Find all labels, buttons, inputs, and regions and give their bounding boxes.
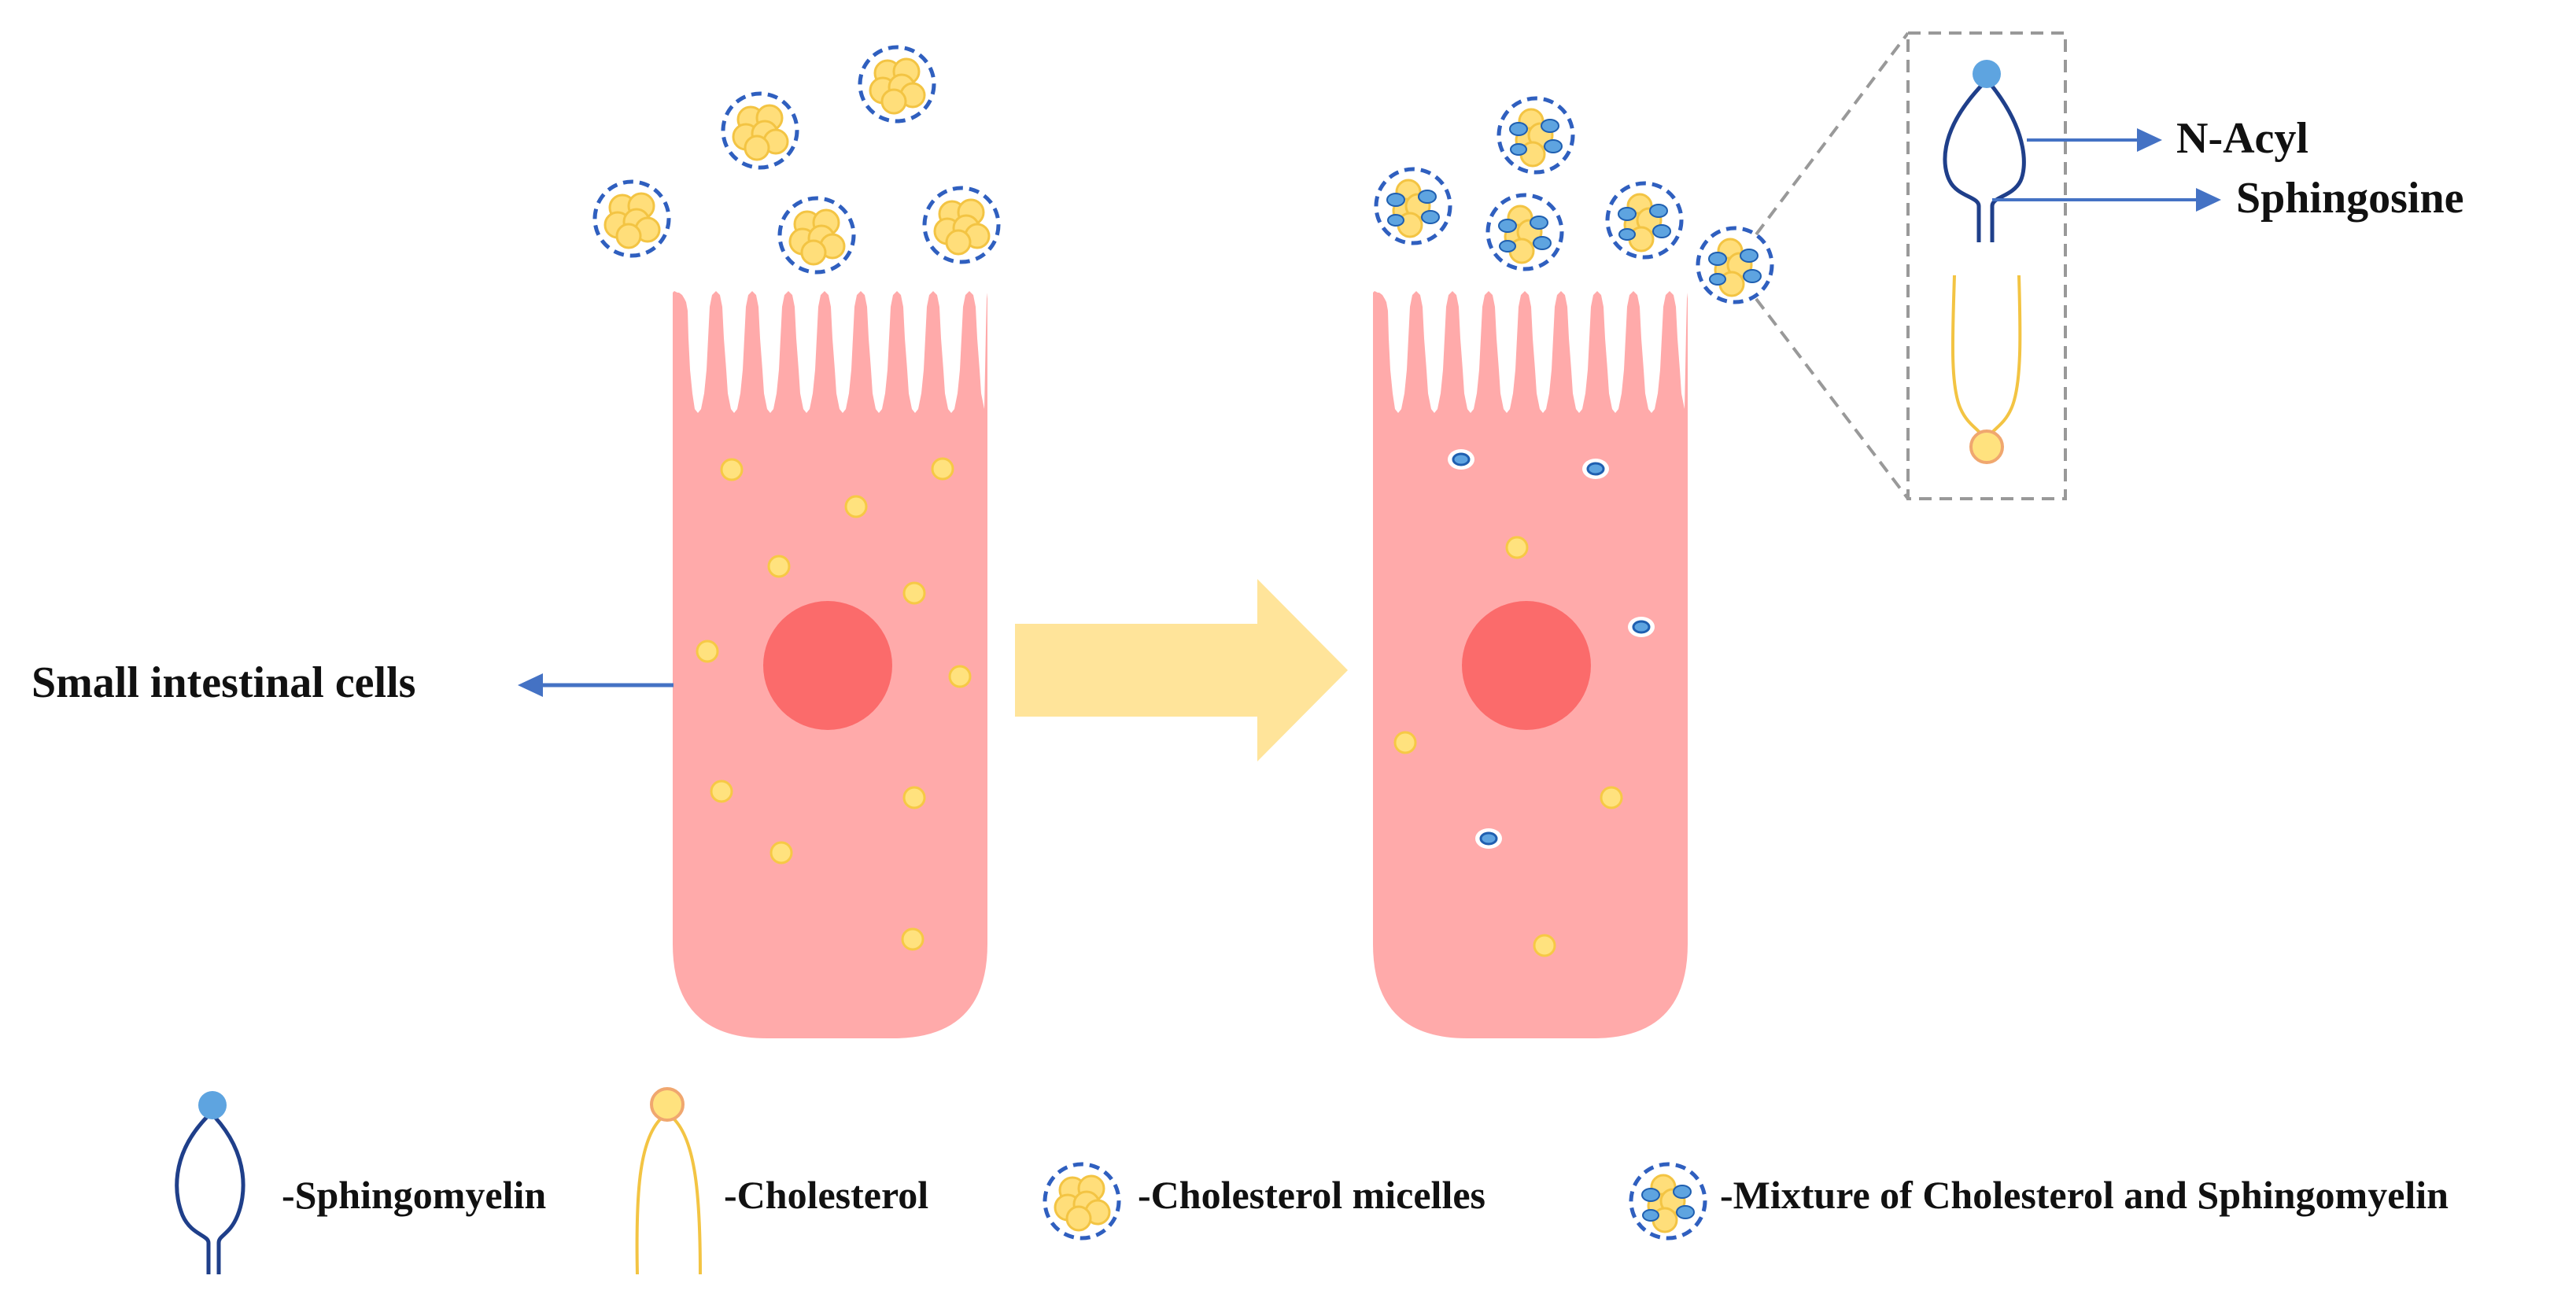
legend-item-cholesterol: -Cholesterol [635, 1087, 928, 1275]
process-arrow [1015, 579, 1348, 761]
legend-label-cholesterol: -Cholesterol [724, 1173, 928, 1217]
mixed-micelle-icon [1631, 1164, 1705, 1238]
cell-label-group: Small intestinal cells [31, 658, 674, 707]
cholesterol-micelle-icon [1045, 1164, 1119, 1238]
zoom-box [1906, 31, 2067, 500]
right-cell-cholesterol-dots [1393, 536, 1623, 957]
cell-label-arrowhead [518, 673, 543, 697]
right-cell-sphingomyelin-dots [1448, 449, 1655, 849]
legend-item-cholesterol-micelles: -Cholesterol micelles [1045, 1164, 1485, 1238]
sphingomyelin-icon [175, 1091, 245, 1274]
cholesterol-icon [635, 1087, 702, 1275]
sphingosine-label: Sphingosine [2236, 174, 2464, 223]
right-mixed-micelles [1376, 98, 1772, 302]
legend: -Sphingomyelin -Cholesterol -Cholesterol… [175, 1087, 2449, 1275]
n-acyl-pointer: N-Acyl [2027, 114, 2308, 163]
n-acyl-label: N-Acyl [2176, 114, 2308, 163]
right-nucleus [1462, 601, 1591, 730]
right-cell [1373, 291, 1688, 1038]
left-nucleus [763, 601, 892, 730]
left-cell-cholesterol-dots [696, 457, 972, 951]
legend-label-sphingomyelin: -Sphingomyelin [282, 1173, 546, 1217]
legend-label-mixture: -Mixture of Cholesterol and Sphingomyeli… [1720, 1173, 2449, 1217]
left-cell [673, 291, 987, 1038]
cell-label: Small intestinal cells [31, 658, 415, 707]
zoomed-cholesterol-icon [1950, 275, 2022, 464]
legend-item-sphingomyelin: -Sphingomyelin [175, 1091, 546, 1274]
legend-item-mixture: -Mixture of Cholesterol and Sphingomyeli… [1631, 1164, 2449, 1238]
sphingosine-pointer: Sphingosine [1992, 174, 2464, 223]
left-cholesterol-micelles [595, 47, 998, 272]
legend-label-cholesterol-micelles: -Cholesterol micelles [1138, 1173, 1485, 1217]
zoom-callout [1755, 31, 2067, 500]
